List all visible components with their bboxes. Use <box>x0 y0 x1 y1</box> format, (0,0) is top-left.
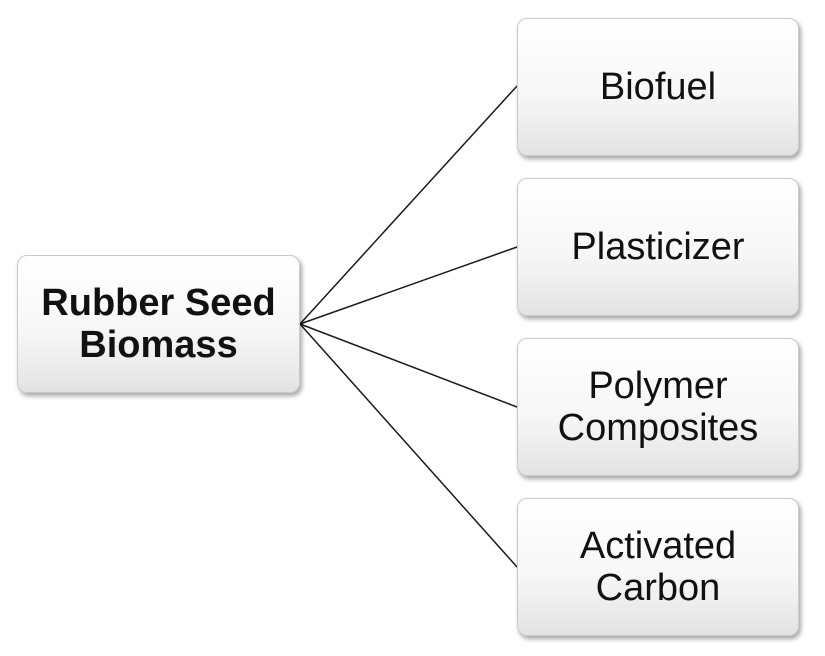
root-node-label: Rubber Seed Biomass <box>41 282 276 366</box>
branch-node-activated-carbon: Activated Carbon <box>517 498 799 636</box>
branch-node-polymer-composites: Polymer Composites <box>517 338 799 476</box>
connector-line-biofuel <box>299 85 518 325</box>
branch-node-plasticizer: Plasticizer <box>517 178 799 316</box>
branch-node-label: Plasticizer <box>571 226 745 268</box>
branch-node-label: Biofuel <box>599 66 717 108</box>
root-node: Rubber Seed Biomass <box>17 255 300 393</box>
branch-node-label: Activated Carbon <box>579 525 737 609</box>
connector-line-plasticizer <box>299 246 518 325</box>
branch-node-label: Polymer Composites <box>557 365 759 449</box>
connector-line-activated-carbon <box>299 323 518 568</box>
connector-line-polymer-composites <box>299 323 518 408</box>
branch-node-biofuel: Biofuel <box>517 18 799 156</box>
